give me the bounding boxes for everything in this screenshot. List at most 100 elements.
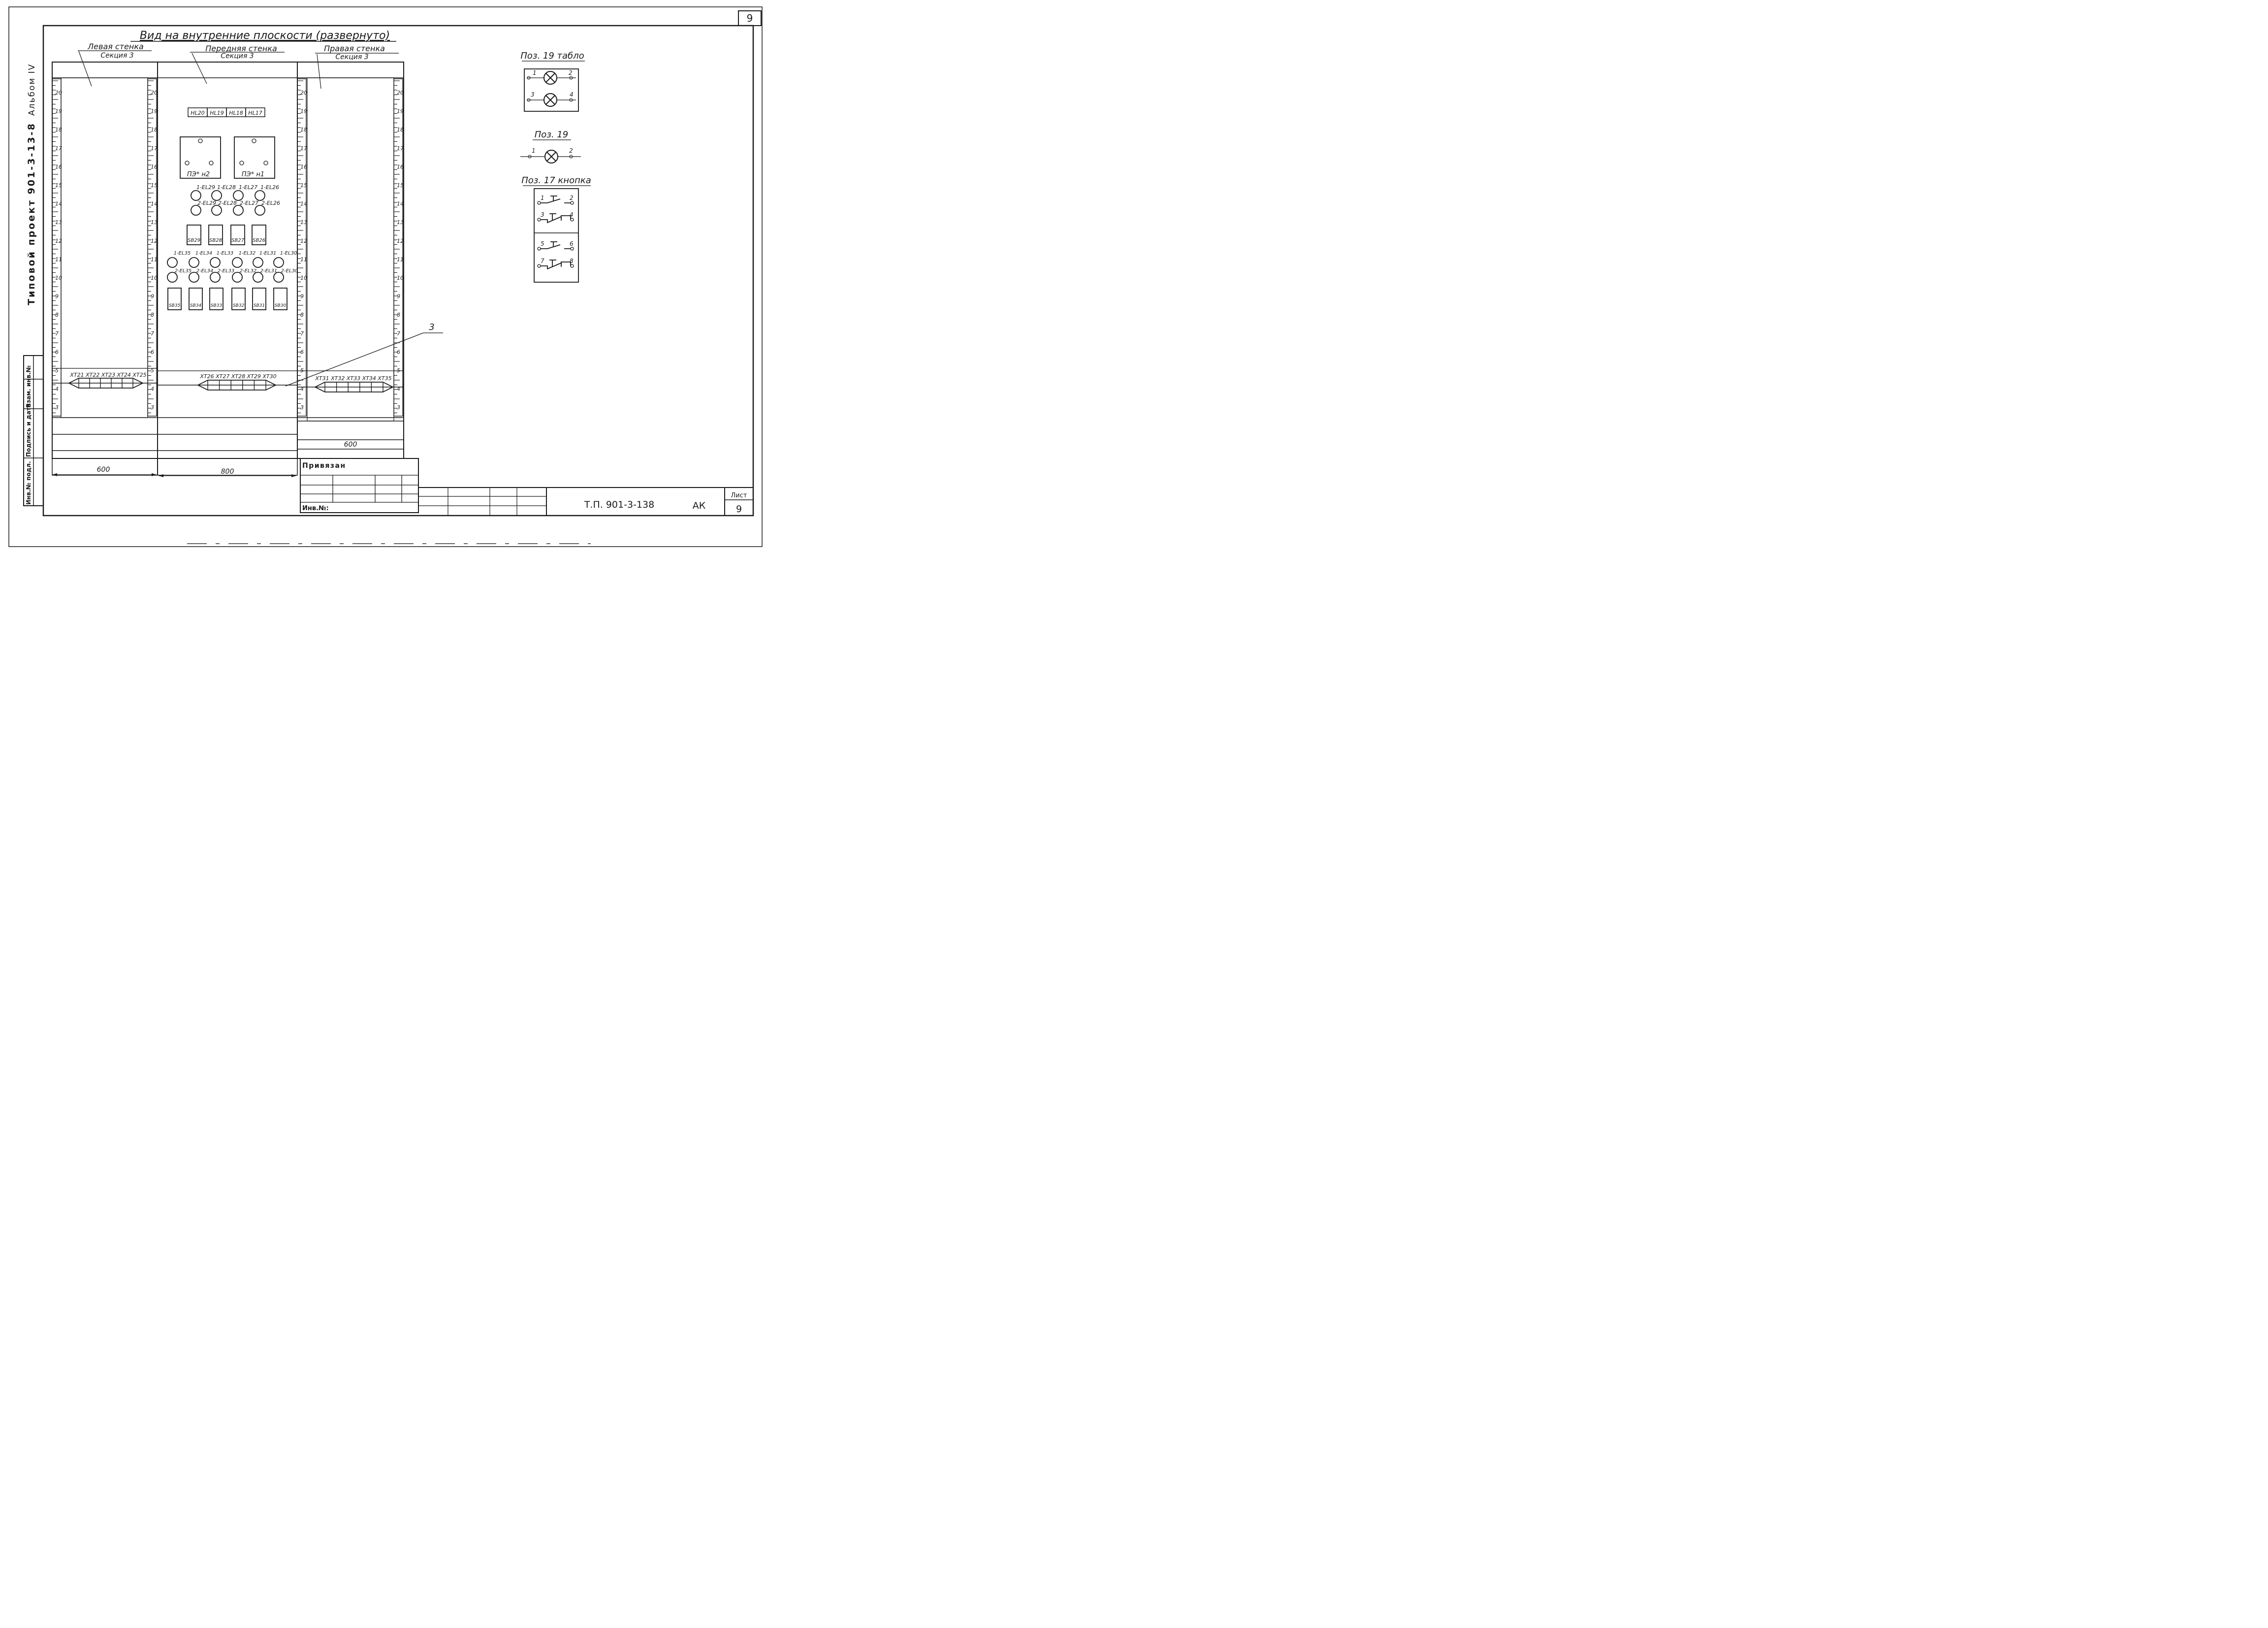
push-button-label: SB26: [253, 238, 265, 243]
rail-scale-number: 6: [55, 349, 59, 355]
lamp-label-upper: 1-EL32: [239, 251, 256, 256]
push-button: [189, 288, 203, 310]
push-button: [187, 225, 201, 245]
push-button-label: SB31: [254, 303, 265, 308]
signal-lamp: [211, 190, 222, 201]
signal-lamp: [210, 272, 221, 283]
rail-scale-number: 10: [397, 275, 404, 281]
rail-scale-number: 3: [151, 404, 154, 411]
rail-scale-number: 20: [55, 90, 62, 96]
rail-scale-number: 17: [55, 145, 62, 152]
rail-scale-number: 11: [151, 256, 158, 262]
rail-scale-number: 11: [397, 256, 404, 262]
rail-scale-number: 19: [300, 108, 307, 115]
push-button-label: SB33: [211, 303, 223, 308]
push-button-label: SB35: [169, 303, 181, 308]
lamp-label-upper: 1-EL31: [259, 251, 277, 256]
inv-label: Инв.№:: [302, 505, 329, 512]
rail-scale-number: 5: [151, 367, 154, 374]
rail-scale-number: 18: [151, 127, 158, 133]
button-pin: 4: [570, 211, 574, 218]
lamp-label-upper: 1-EL28: [217, 184, 236, 191]
tablo-pin-2: 2: [569, 69, 573, 76]
front-wall-section: Секция 3: [221, 52, 254, 60]
rail-scale-number: 16: [151, 163, 158, 170]
lamp-label-lower: 2-EL31: [260, 268, 278, 274]
rail-scale-number: 14: [397, 201, 404, 207]
lamp-label-upper: 1-EL30: [280, 251, 297, 256]
rail-scale-number: 19: [397, 108, 404, 115]
lamp-label-upper: 1-EL27: [239, 184, 257, 191]
rail: [52, 78, 62, 417]
push-button: [231, 288, 246, 310]
signal-lamp: [210, 257, 221, 268]
lamp-label-upper: 1-EL29: [196, 184, 215, 191]
rail-scale-number: 8: [151, 312, 154, 318]
lamp-label-lower: 2-EL29: [197, 200, 216, 206]
pz-box-1: [234, 136, 275, 179]
rail-scale-number: 18: [397, 127, 404, 133]
signal-lamp: [255, 205, 265, 216]
lamp-label-lower: 2-EL30: [281, 268, 298, 274]
rail-scale-number: 16: [55, 163, 62, 170]
pz-label-2: ПЭ* н2: [187, 171, 210, 178]
hl-tablo-label: HL18: [229, 110, 243, 116]
rail: [147, 78, 157, 417]
rail-scale-number: 14: [300, 201, 307, 207]
push-button-label: SB28: [209, 238, 222, 243]
sheet-number: 9: [736, 504, 742, 515]
tablo-pin-4: 4: [570, 91, 574, 98]
side-album-text: Альбом IV: [27, 64, 37, 116]
signal-lamp: [273, 257, 284, 268]
rail-scale-number: 15: [151, 182, 158, 189]
rail-scale-number: 14: [151, 201, 158, 207]
rail-scale-number: 13: [151, 219, 158, 226]
right-wall-label: Правая стенка: [324, 44, 385, 53]
rail-scale-number: 18: [55, 127, 62, 133]
lamp-pin-1: 1: [532, 147, 536, 154]
rail: [393, 78, 403, 417]
lamp-symbol: 1 2: [520, 147, 581, 163]
button-pin: 2: [570, 195, 574, 201]
signal-lamp: [189, 272, 199, 283]
rail-scale-number: 5: [55, 367, 59, 374]
terminal-label-front: XT26 XT27 XT28 XT29 XT30: [199, 373, 276, 380]
lamp-label-upper: 1-EL33: [217, 251, 234, 256]
terminal-label-left: XT21 XT22 XT23 XT24 XT25: [69, 372, 146, 378]
stamp-inv-podl: Инв.№ подл.: [25, 461, 32, 505]
button-pin: 5: [541, 240, 544, 247]
rail-scale-number: 17: [151, 145, 158, 152]
push-button-label: SB30: [275, 303, 287, 308]
hl-tablo-label: HL20: [191, 110, 204, 116]
rail-scale-number: 20: [151, 90, 158, 96]
rail-scale-number: 7: [55, 330, 59, 337]
lamp-label-lower: 2-EL26: [261, 200, 280, 206]
lamp-label-upper: 1-EL34: [195, 251, 213, 256]
button-pin: 6: [570, 240, 574, 247]
rail-scale-number: 7: [397, 330, 400, 337]
front-wall-label: Передняя стенка: [205, 44, 277, 53]
rail-scale-number: 4: [300, 386, 304, 392]
lamp-label-upper: 1-EL26: [260, 184, 279, 191]
sheet-label: Лист: [731, 492, 747, 499]
rail-scale-number: 16: [300, 163, 307, 170]
signal-lamp: [211, 205, 222, 216]
rail-scale-number: 13: [397, 219, 404, 226]
side-project-text: Типовой проект 901-3-13-8: [26, 122, 37, 305]
rail-scale-number: 13: [55, 219, 62, 226]
rail-scale-number: 11: [55, 256, 62, 262]
rail-scale-number: 18: [300, 127, 307, 133]
rail-scale-number: 20: [397, 90, 404, 96]
tablo-pin-1: 1: [533, 69, 537, 76]
hl-tablo-label: HL17: [248, 110, 262, 116]
side-stamp: Инв.№ подл. Подпись и дата Взам. инв.№: [23, 355, 44, 506]
rail-scale-number: 19: [151, 108, 158, 115]
push-button: [208, 225, 223, 245]
rail-scale-number: 20: [300, 90, 307, 96]
rail-scale-number: 8: [55, 312, 59, 318]
push-button: [167, 288, 182, 310]
legend-lamp-title: Поз. 19: [535, 130, 568, 140]
rail-scale-number: 9: [300, 293, 304, 300]
signal-lamp: [255, 190, 265, 201]
